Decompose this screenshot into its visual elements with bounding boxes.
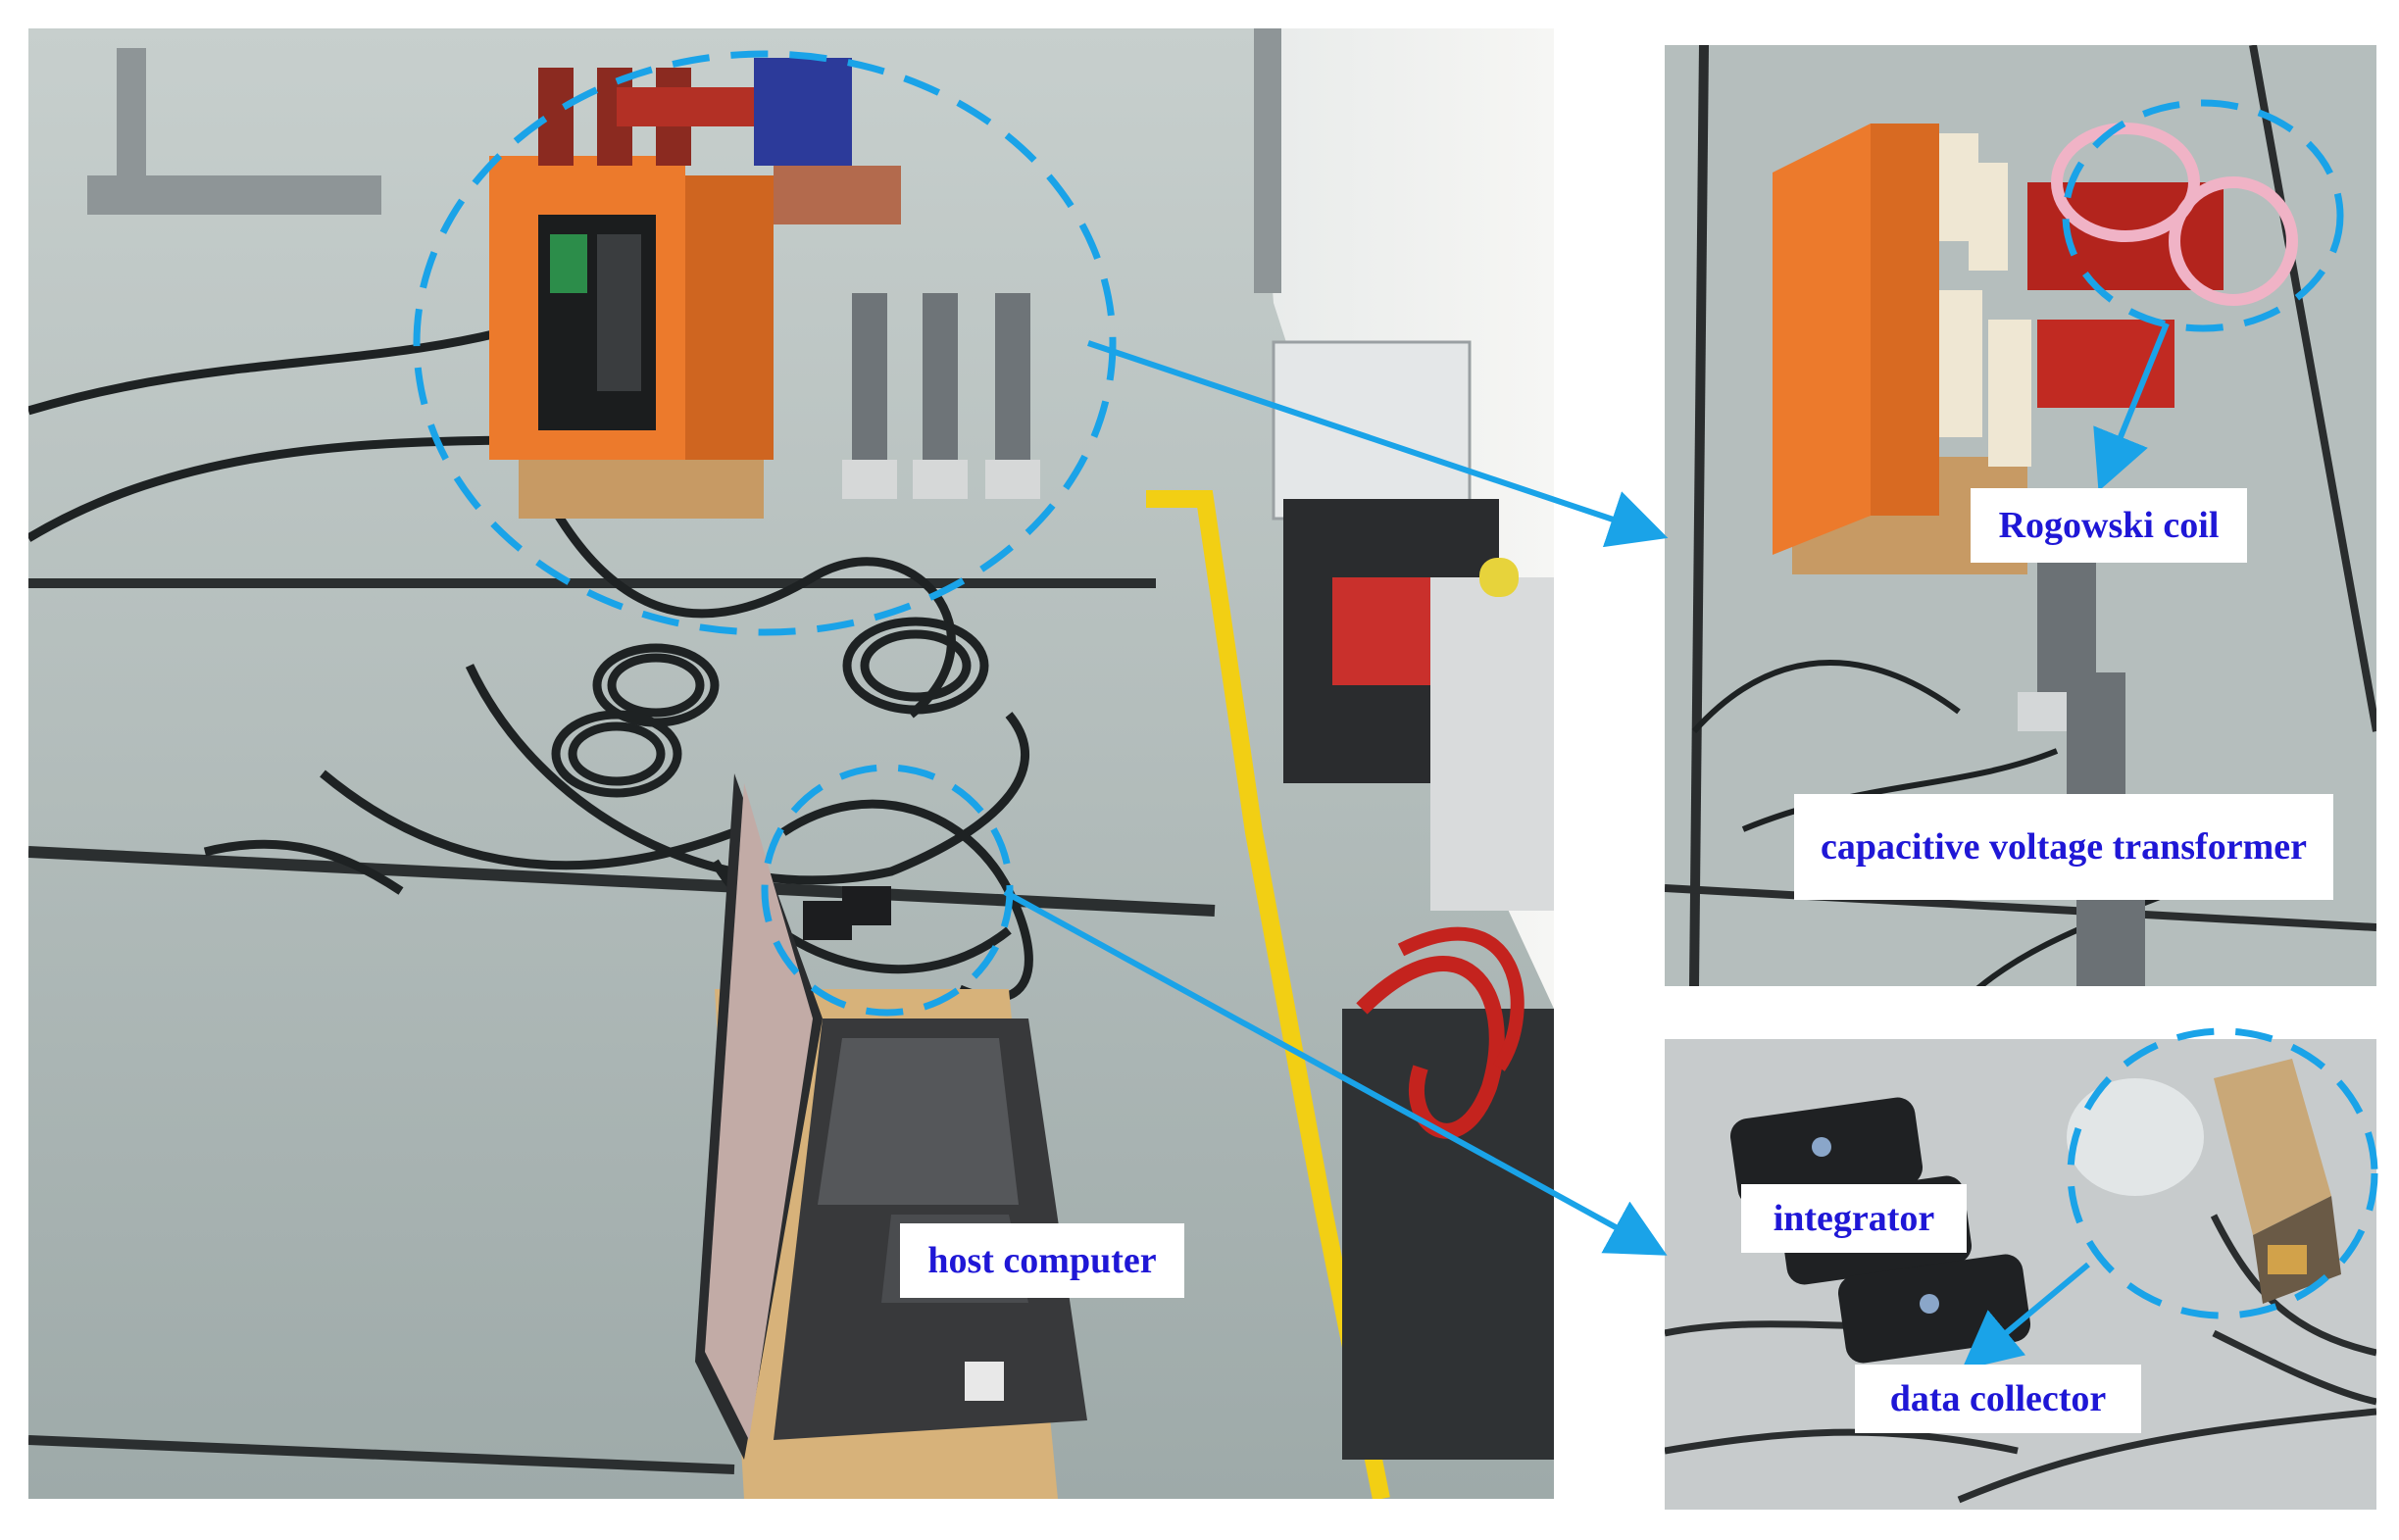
host-computer-label: host computer	[900, 1223, 1184, 1298]
cvt-label: capacitive voltage transformer	[1794, 794, 2333, 900]
integrator-collector-closeup-photo	[1665, 1039, 2376, 1510]
cvt-units	[842, 293, 1040, 499]
floor-seam	[1689, 45, 1709, 986]
rogowski-coil-label: Rogowski coil	[1971, 488, 2247, 563]
main-photo-drawing	[28, 28, 1554, 1499]
plastic-bag	[2067, 1078, 2204, 1196]
blue-transformer	[754, 58, 852, 166]
floor-seam	[28, 1435, 735, 1474]
closeup-drawing	[1665, 1039, 2376, 1510]
insulators	[1939, 133, 2031, 467]
main-test-setup-photo	[28, 28, 1554, 1499]
breaker-frame	[1773, 124, 1871, 555]
integrator-label: integrator	[1741, 1184, 1967, 1253]
data-collector-label: data collector	[1855, 1365, 2141, 1433]
